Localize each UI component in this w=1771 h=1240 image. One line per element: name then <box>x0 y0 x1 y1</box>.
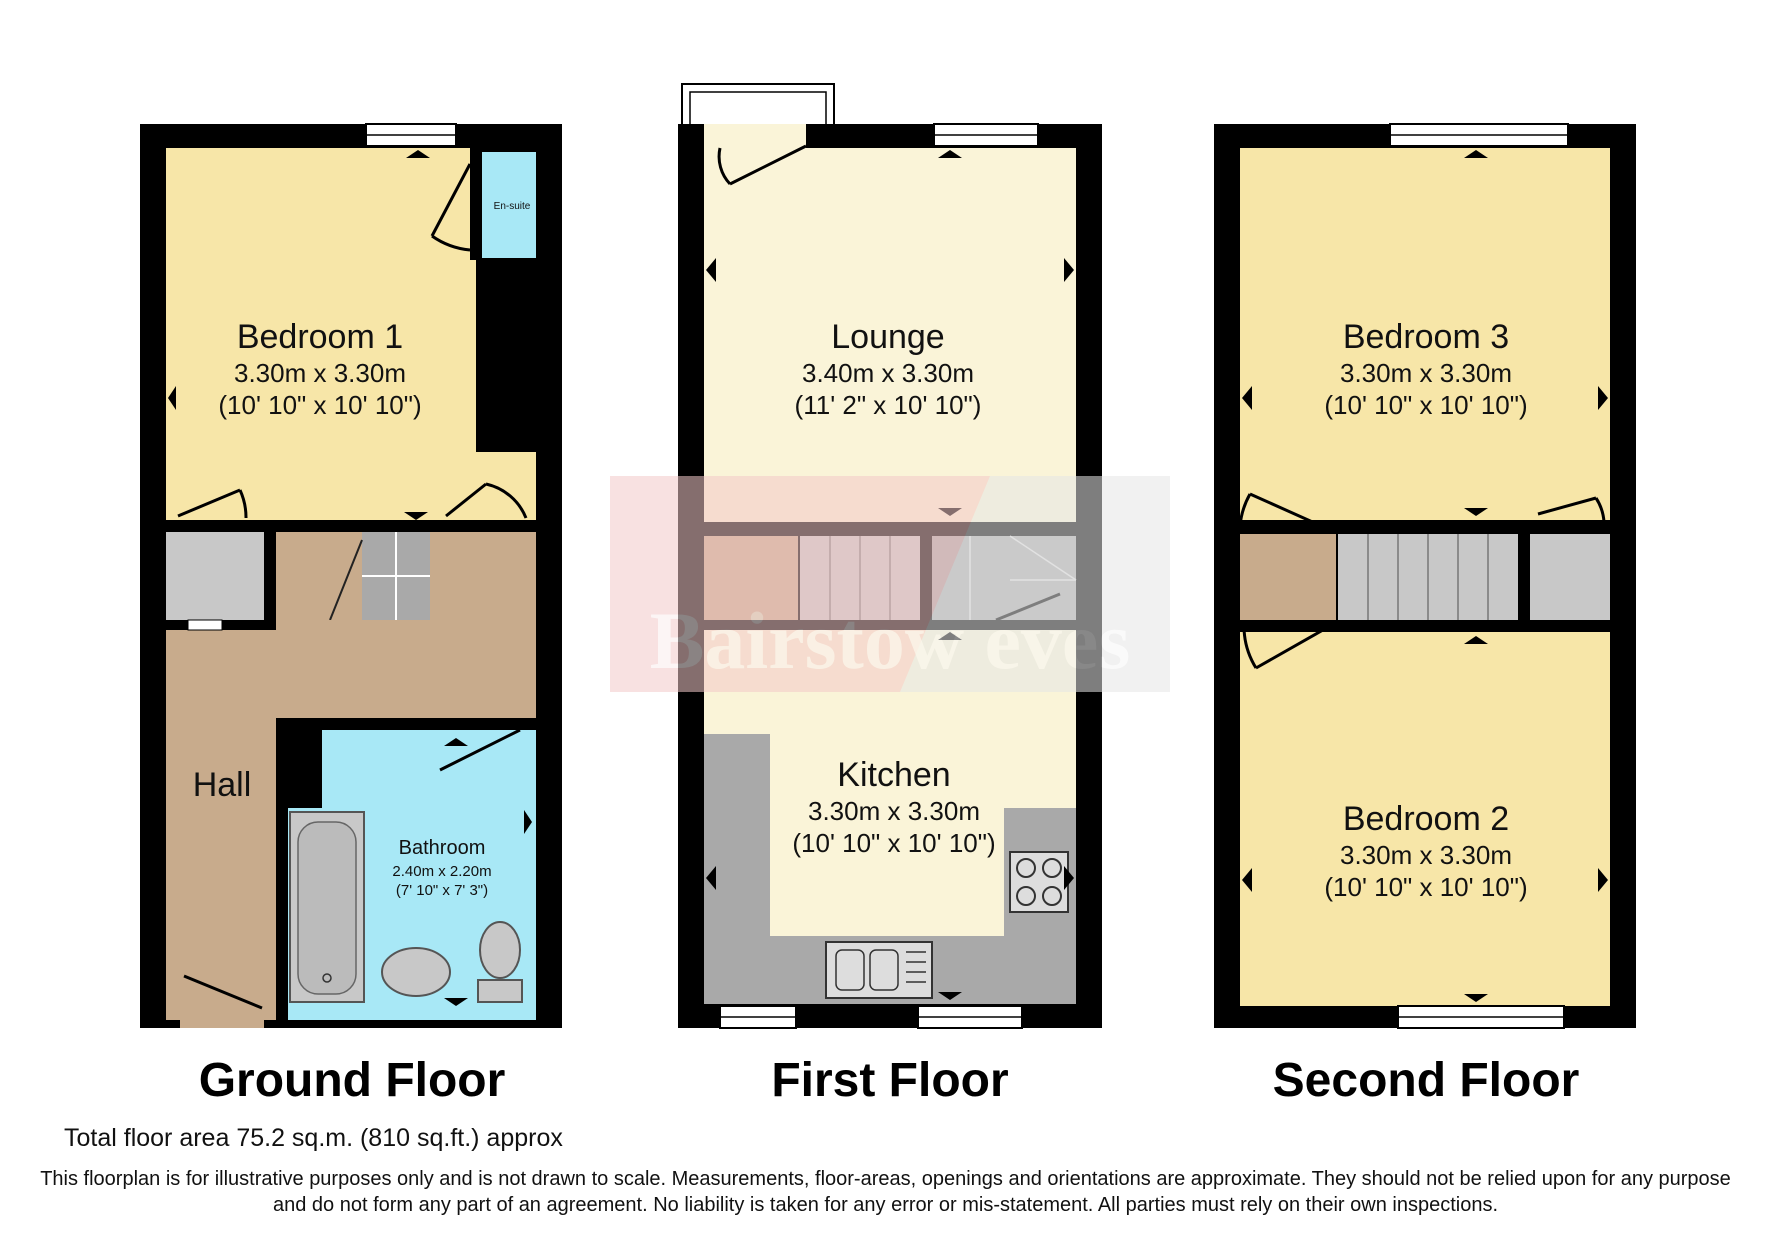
lounge-dim-ft: (11' 2" x 10' 10") <box>795 390 982 420</box>
second-cupboard <box>1530 534 1610 620</box>
ensuite-area <box>482 152 536 258</box>
hall-vent <box>187 619 223 631</box>
ground-floor-plan: Bedroom 1 3.30m x 3.30m (10' 10" x 10' 1… <box>140 123 562 1028</box>
disclaimer-text: This floorplan is for illustrative purpo… <box>40 1168 1731 1216</box>
bedroom1-dim-m: 3.30m x 3.30m <box>234 358 406 388</box>
second-floor-plan: Bedroom 3 3.30m x 3.30m (10' 10" x 10' 1… <box>1214 123 1636 1029</box>
kitchen-dim-ft: (10' 10" x 10' 10") <box>792 828 995 858</box>
toilet-cistern <box>477 979 523 1003</box>
hall-name: Hall <box>193 766 252 804</box>
lounge-area <box>704 148 1076 524</box>
toilet-bowl <box>479 921 521 979</box>
bedroom3-dim-ft: (10' 10" x 10' 10") <box>1324 390 1527 420</box>
bedroom3-area <box>1240 148 1610 522</box>
chimney-breast <box>476 254 536 452</box>
bedroom2-dim-ft: (10' 10" x 10' 10") <box>1324 872 1527 902</box>
first-floor-title: First Floor <box>771 1054 1008 1107</box>
second-lower-wall <box>1240 620 1610 632</box>
bedroom2-area <box>1240 632 1610 1006</box>
second-stairs-wall <box>1518 534 1530 620</box>
second-landing <box>1240 534 1336 620</box>
bedroom2-dim-m: 3.30m x 3.30m <box>1340 840 1512 870</box>
ensuite-name: En-suite <box>494 201 531 212</box>
second-mid-wall <box>1240 520 1610 534</box>
watermark-text: Bairstow eves <box>650 595 1131 686</box>
kitchen-counter <box>704 734 1076 1004</box>
bedroom3-dim-m: 3.30m x 3.30m <box>1340 358 1512 388</box>
kitchen-dim-m: 3.30m x 3.30m <box>808 796 980 826</box>
ground-floor-title: Ground Floor <box>199 1054 506 1107</box>
hob <box>1009 851 1069 913</box>
ground-cupboard-wall <box>264 532 276 632</box>
hall-lower <box>166 620 276 1020</box>
second-floor-title: Second Floor <box>1273 1054 1580 1107</box>
front-door-gap <box>180 1010 264 1028</box>
balcony <box>681 83 835 127</box>
bedroom1-dim-ft: (10' 10" x 10' 10") <box>218 390 421 420</box>
watermark: Bairstow eves <box>610 476 1170 692</box>
bedroom3-name: Bedroom 3 <box>1343 318 1509 356</box>
ground-mid-wall <box>166 520 536 532</box>
bathtub-inner <box>297 821 357 995</box>
bathroom-dim-m: 2.40m x 2.20m <box>392 863 491 880</box>
bedroom1-name: Bedroom 1 <box>237 318 403 356</box>
bathroom-name: Bathroom <box>399 837 486 859</box>
ground-cupboard <box>166 532 266 620</box>
lounge-dim-m: 3.40m x 3.30m <box>802 358 974 388</box>
bathroom-dim-ft: (7' 10" x 7' 3") <box>396 882 488 899</box>
total-floor-area: Total floor area 75.2 sq.m. (810 sq.ft.)… <box>64 1124 563 1152</box>
kitchen-name: Kitchen <box>837 756 950 794</box>
basin <box>381 947 451 997</box>
lounge-name: Lounge <box>831 318 944 356</box>
bedroom2-name: Bedroom 2 <box>1343 800 1509 838</box>
